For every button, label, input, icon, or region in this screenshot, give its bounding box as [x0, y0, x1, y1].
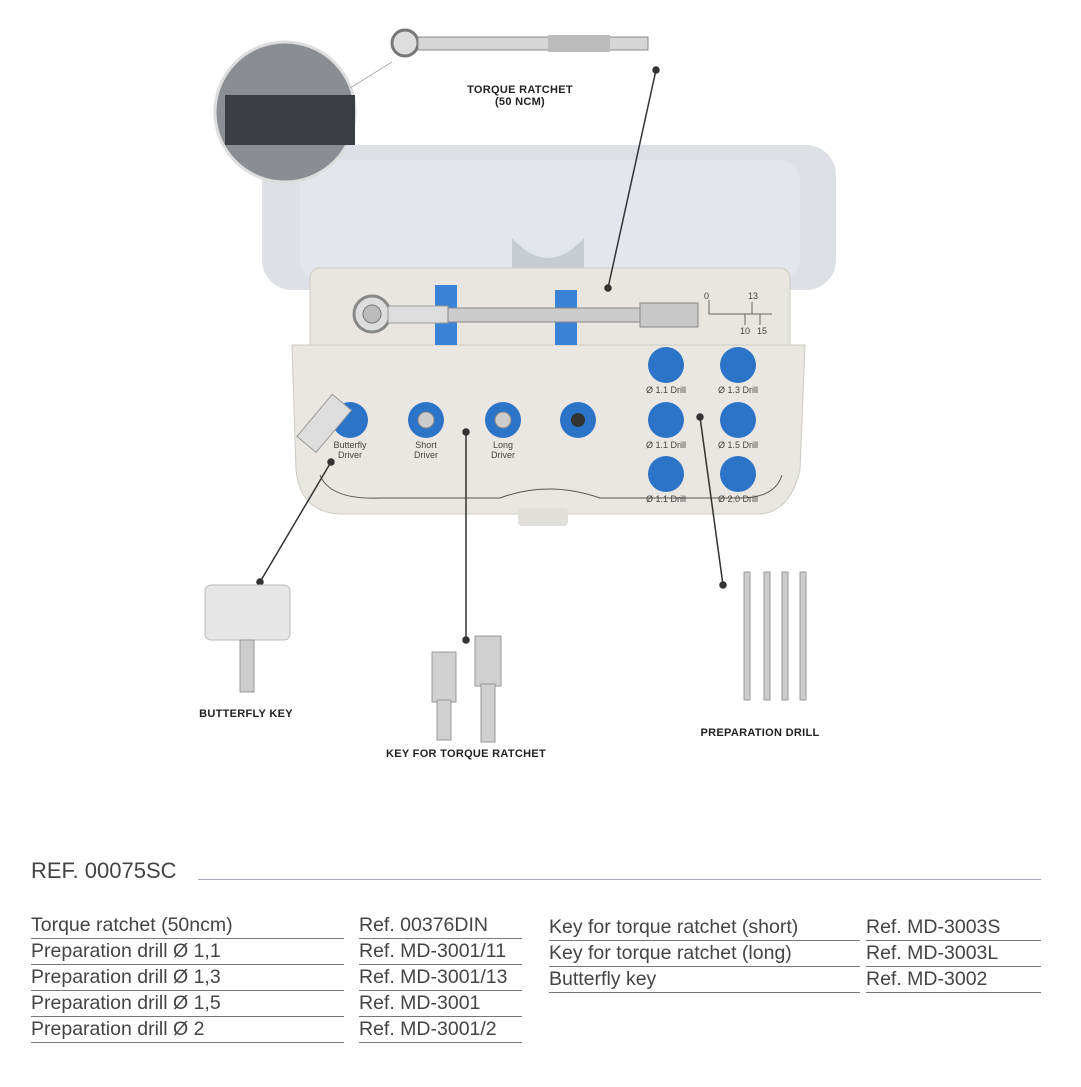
part-ref: Ref. MD-3003L [866, 941, 1041, 967]
drill-slots [648, 347, 756, 492]
part-name: Key for torque ratchet (long) [549, 941, 860, 967]
depth-scale [708, 300, 772, 325]
divider [198, 879, 1041, 880]
part-name: Preparation drill Ø 2 [31, 1017, 344, 1043]
detail-magnifier [213, 40, 393, 184]
slot-label-line1: Butterfly [333, 440, 367, 450]
part-ref: Ref. MD-3001/11 [359, 939, 522, 965]
part-ref: Ref. MD-3001/2 [359, 1017, 522, 1043]
slot-label-line2: Driver [414, 450, 438, 460]
drill-label: Ø 1.3 Drill [717, 385, 758, 395]
kit-illustration [204, 28, 836, 743]
torque-ratchet-top-image [390, 28, 649, 58]
callout-line-1: TORQUE RATCHET [467, 84, 573, 96]
drill-label: Ø 1.1 Drill [645, 385, 686, 395]
kit-reference: REF. 00075SC [31, 858, 177, 883]
torque-ratchet-image [352, 285, 699, 345]
slot-label-line1: Long [492, 440, 514, 450]
preparation-drills-image [743, 571, 807, 701]
part-name: Preparation drill Ø 1,1 [31, 939, 344, 965]
part-ref: Ref. MD-3001/13 [359, 965, 522, 991]
callout-preparation-drill: PREPARATION DRILL [700, 727, 820, 739]
part-ref: Ref. MD-3003S [866, 915, 1041, 941]
part-name: Preparation drill Ø 1,5 [31, 991, 344, 1017]
slot-label-line2: Driver [338, 450, 362, 460]
slot-label-line2: Driver [491, 450, 515, 460]
callout-torque-ratchet: TORQUE RATCHET (50 NCM) [455, 84, 585, 108]
part-name: Key for torque ratchet (short) [549, 915, 860, 941]
butterfly-key-image [204, 584, 291, 693]
drill-label: Ø 2.0 Drill [717, 494, 758, 504]
scale-13: 13 [748, 291, 759, 301]
callout-key-for-torque-ratchet: KEY FOR TORQUE RATCHET [386, 748, 546, 760]
part-ref: Ref. MD-3001 [359, 991, 522, 1017]
part-name: Preparation drill Ø 1,3 [31, 965, 344, 991]
drill-label: Ø 1.1 Drill [645, 494, 686, 504]
scale-0: 0 [704, 291, 710, 301]
callout-butterfly-key: BUTTERFLY KEY [199, 708, 293, 720]
part-name: Butterfly key [549, 967, 860, 993]
part-name: Torque ratchet (50ncm) [31, 913, 344, 939]
scale-10: 10 [740, 326, 751, 336]
lid [262, 145, 836, 290]
drill-label: Ø 1.1 Drill [645, 440, 686, 450]
callout-line-2: (50 NCM) [494, 96, 546, 108]
drill-label: Ø 1.5 Drill [717, 440, 758, 450]
slot-label-line1: Short [415, 440, 437, 450]
ratchet-keys-image [431, 635, 502, 743]
scale-15: 15 [757, 326, 768, 336]
part-ref: Ref. 00376DIN [359, 913, 522, 939]
driver-slots [296, 393, 596, 454]
leader-lines [256, 66, 727, 644]
part-ref: Ref. MD-3002 [866, 967, 1041, 993]
